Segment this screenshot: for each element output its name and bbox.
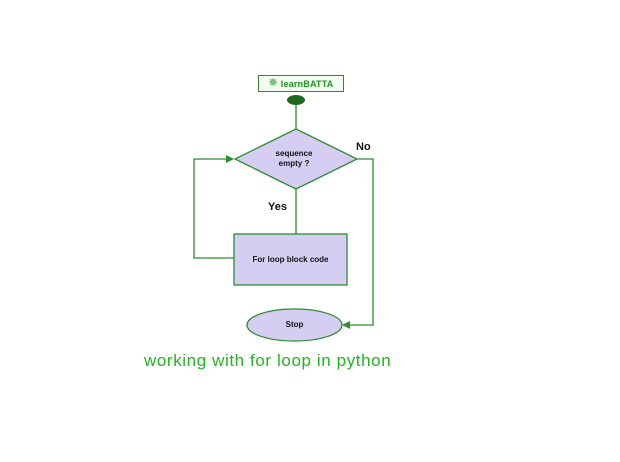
- connector-loop-back: [193, 155, 234, 259]
- decision-label-line1: sequence: [275, 149, 313, 158]
- no-label: No: [356, 141, 371, 153]
- decision-label: sequence empty ?: [262, 149, 326, 169]
- process-label: For loop block code: [252, 255, 329, 264]
- gear-star-icon: ✵: [268, 77, 278, 89]
- stop-terminal: [246, 308, 343, 342]
- connector-no: [342, 158, 374, 329]
- yes-label: Yes: [268, 201, 287, 213]
- logo-text: learnBATTA: [280, 78, 334, 89]
- start-node: [287, 95, 305, 105]
- process-box: [233, 233, 348, 286]
- caption: working with for loop in python: [144, 351, 392, 370]
- stop-label: Stop: [285, 320, 304, 329]
- decision-label-line2: empty ?: [278, 159, 310, 168]
- logo-badge: ✵ learnBATTA: [258, 75, 344, 92]
